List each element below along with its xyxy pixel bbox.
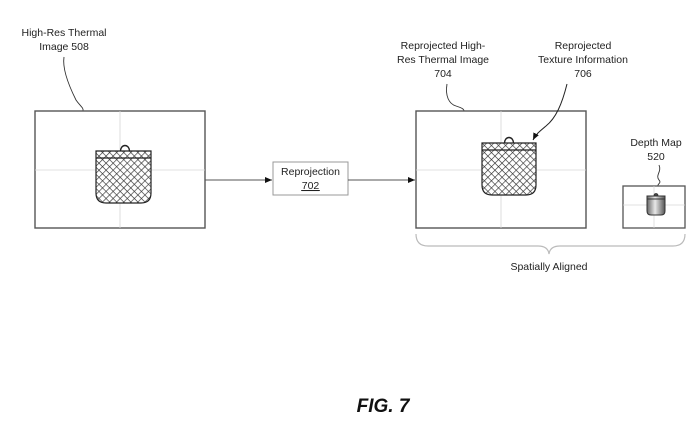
texture-info-label: Reprojected Texture Information 706 [538,40,628,80]
texture-label-line2: Texture Information [538,54,628,66]
basket-icon [95,144,152,204]
reprojection-ref-number: 702 [302,180,320,192]
texture-leader-arrow [532,83,568,141]
source-thermal-image-frame [34,110,206,229]
depth-map-label-line2: 520 [647,151,665,163]
depth-map-frame [622,185,686,229]
reprojection-box-border [272,161,349,196]
source-label-line1: High-Res Thermal [22,27,107,39]
depth-map-label-line1: Depth Map [630,137,682,149]
reprojected-basket-body [481,142,537,196]
depth-map-label: Depth Map 520 [630,137,682,163]
reprojected-label-line1: Reprojected High- [401,40,486,52]
reprojected-basket-handle [503,136,515,144]
reprojected-leader-line [446,83,465,112]
source-leader-line [63,56,84,112]
texture-label-line1: Reprojected [555,40,612,52]
depth-object-body [646,195,666,216]
spatially-aligned-brace [415,233,686,255]
figure-label: FIG. 7 [357,396,411,417]
depth-map-leader-line [657,164,661,187]
depth-object-handle [653,193,659,196]
reprojected-label-line3: 704 [434,68,452,80]
source-label-line2: Image 508 [39,41,89,53]
basket-handle [119,144,131,152]
reprojected-label-line2: Res Thermal Image [397,54,489,66]
reprojected-image-label: Reprojected High- Res Thermal Image 704 [397,40,489,80]
depth-object-icon [646,193,666,216]
reprojected-thermal-image-frame [415,110,587,229]
spatially-aligned-label: Spatially Aligned [510,261,587,273]
source-thermal-image-label: High-Res Thermal Image 508 [22,27,107,53]
reprojected-basket-icon [481,136,537,196]
reprojection-label: Reprojection [281,166,340,178]
basket-body [95,150,152,204]
texture-label-line3: 706 [574,68,592,80]
reprojection-process-box: Reprojection 702 [272,161,349,196]
